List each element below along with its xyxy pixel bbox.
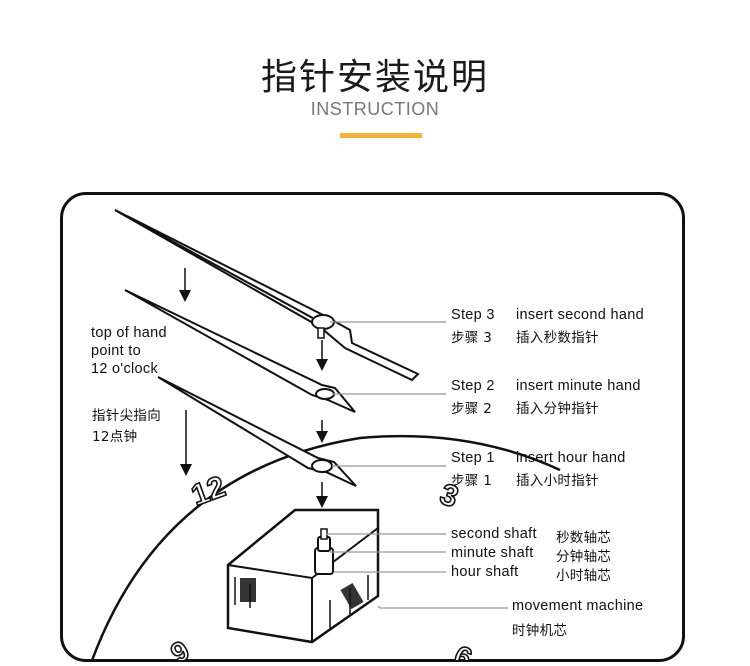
step-3-action-cn: 插入秒数指针 bbox=[516, 330, 599, 346]
second-shaft-label-cn: 秒数轴芯 bbox=[556, 530, 612, 546]
title-accent-bar bbox=[340, 133, 422, 138]
hand-top-note-en-2: point to bbox=[91, 343, 141, 359]
movement-box bbox=[226, 508, 380, 644]
hour-shaft-label-cn: 小时轴芯 bbox=[556, 568, 612, 584]
second-hand bbox=[114, 209, 420, 382]
minute-shaft-label-cn: 分钟轴芯 bbox=[556, 549, 612, 565]
dial-number-6: 6 bbox=[449, 639, 476, 666]
page-title: 指针安装说明 bbox=[260, 57, 489, 98]
step-1-action-cn: 插入小时指针 bbox=[516, 473, 599, 489]
movement-label-cn: 时钟机芯 bbox=[512, 623, 568, 639]
leader-lines bbox=[326, 321, 508, 609]
step-2-label-cn: 步骤 2 bbox=[451, 401, 493, 417]
minute-hand bbox=[124, 289, 356, 413]
minute-shaft-label: minute shaft bbox=[451, 545, 534, 561]
insertion-arrows bbox=[179, 268, 328, 508]
hand-top-note-cn-1: 指针尖指向 bbox=[92, 408, 161, 424]
step-3-action: insert second hand bbox=[516, 307, 644, 323]
step-2-action: insert minute hand bbox=[516, 378, 641, 394]
clock-dial-outline bbox=[88, 434, 561, 660]
page-subtitle: INSTRUCTION bbox=[310, 99, 440, 119]
dial-number-9: 9 bbox=[166, 635, 195, 666]
dial-number-12: 12 bbox=[187, 470, 230, 512]
hour-hand bbox=[157, 376, 357, 487]
movement-label: movement machine bbox=[512, 598, 644, 614]
hour-shaft-label: hour shaft bbox=[451, 564, 519, 580]
step-3-label-cn: 步骤 3 bbox=[451, 330, 493, 346]
step-3-label: Step 3 bbox=[451, 307, 495, 323]
step-2-label: Step 2 bbox=[451, 378, 495, 394]
instruction-diagram bbox=[60, 192, 685, 662]
step-1-label: Step 1 bbox=[451, 450, 495, 466]
hand-top-note-cn-2: 12点钟 bbox=[92, 429, 138, 445]
hand-top-note-en-1: top of hand bbox=[91, 325, 167, 341]
shaft-stack bbox=[314, 528, 334, 575]
step-2-action-cn: 插入分钟指针 bbox=[516, 401, 599, 417]
step-1-label-cn: 步骤 1 bbox=[451, 473, 493, 489]
second-shaft-label: second shaft bbox=[451, 526, 537, 542]
step-1-action: insert hour hand bbox=[516, 450, 626, 466]
hand-top-note-en-3: 12 o'clock bbox=[91, 361, 159, 377]
